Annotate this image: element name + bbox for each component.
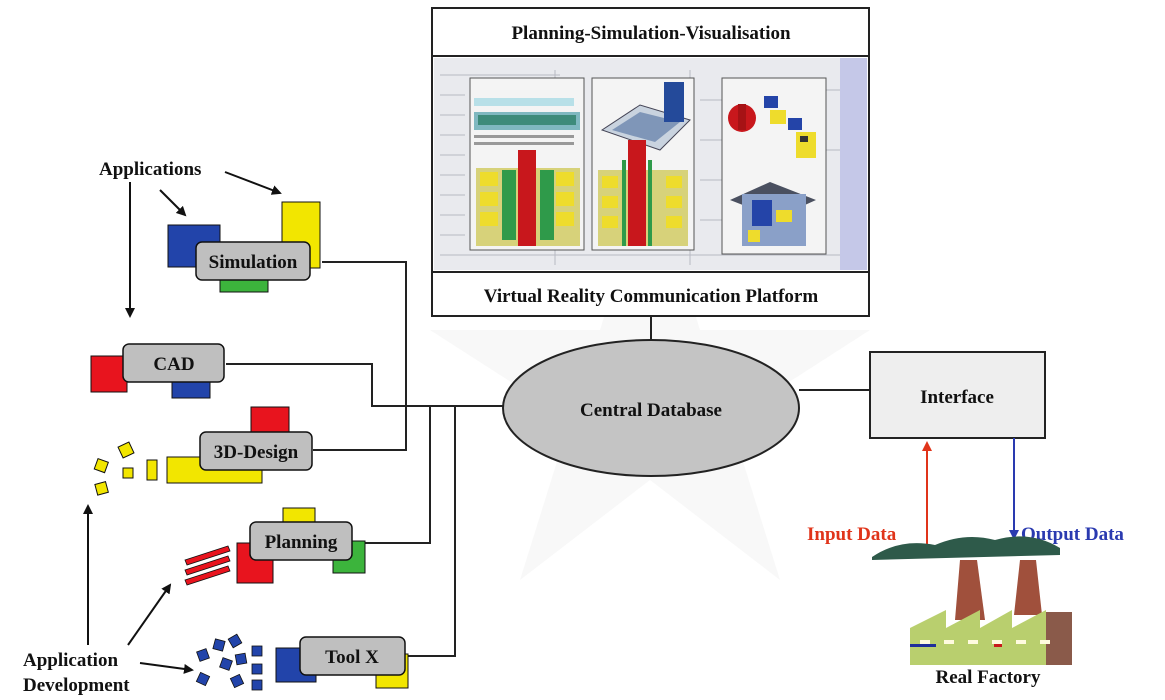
app-3d-design[interactable]: 3D-Design bbox=[93, 406, 313, 496]
tool-fragments-icon bbox=[195, 633, 263, 691]
platform-panel: Planning-Simulation-Visualisation Virtua… bbox=[431, 7, 870, 317]
app-tool-x-label: Tool X bbox=[325, 647, 379, 668]
development-arrow-planning bbox=[127, 583, 172, 646]
app-tool-x[interactable]: Tool X bbox=[195, 633, 409, 691]
factory-label: Real Factory bbox=[936, 667, 1041, 688]
development-arrow-tool bbox=[139, 662, 194, 674]
app-3d-design-label: 3D-Design bbox=[214, 442, 299, 463]
factory-icon bbox=[872, 536, 1072, 665]
applications-arrow-simulation bbox=[159, 189, 187, 217]
app-cad-label: CAD bbox=[153, 354, 194, 375]
platform-screenshot bbox=[434, 58, 867, 270]
interface-label: Interface bbox=[920, 387, 994, 408]
applications-arrow-right bbox=[224, 171, 282, 195]
app-simulation-label: Simulation bbox=[209, 252, 298, 273]
design-fragments-icon bbox=[93, 441, 158, 496]
development-label-line1: Application bbox=[23, 650, 118, 671]
application-connectors bbox=[226, 261, 503, 657]
platform-title: Planning-Simulation-Visualisation bbox=[511, 23, 791, 44]
interface-box: Interface bbox=[869, 351, 1046, 439]
app-planning[interactable]: Planning bbox=[184, 507, 366, 586]
central-database: Central Database bbox=[502, 339, 800, 477]
app-planning-label: Planning bbox=[265, 532, 338, 553]
output-data-label: Output Data bbox=[1021, 524, 1124, 545]
input-data-label: Input Data bbox=[807, 524, 897, 545]
app-cad[interactable]: CAD bbox=[90, 343, 225, 399]
database-label: Central Database bbox=[580, 400, 722, 421]
applications-heading: Applications bbox=[99, 159, 201, 180]
planning-bars-icon bbox=[184, 545, 231, 586]
app-simulation[interactable]: Simulation bbox=[167, 201, 321, 293]
development-label-line2: Development bbox=[23, 675, 130, 696]
platform-subtitle: Virtual Reality Communication Platform bbox=[484, 286, 819, 307]
